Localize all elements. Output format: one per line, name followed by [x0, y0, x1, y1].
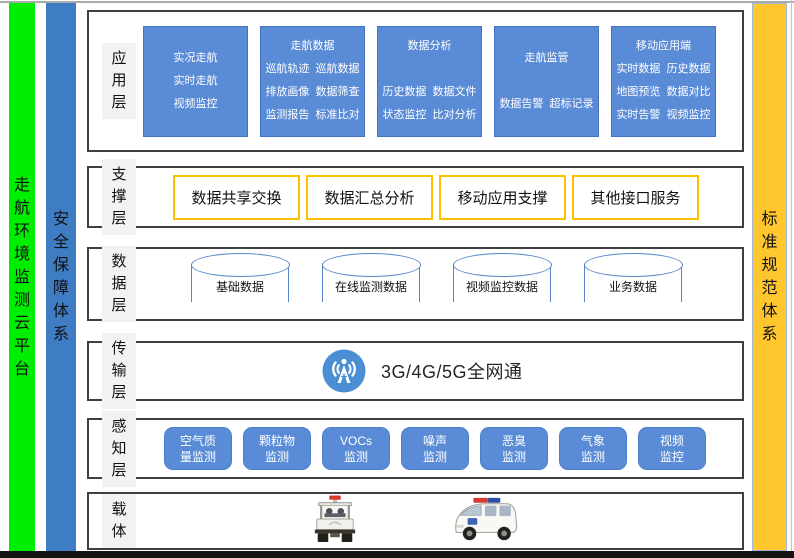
app-box-title: 走航数据: [290, 40, 335, 52]
support-box-data-summary: 数据汇总分析: [306, 174, 433, 220]
sense-layer-label: 感知层: [102, 410, 136, 487]
app-box-line: 排放画像 数据筛查: [265, 86, 360, 98]
sense-box-line: 恶臭: [501, 433, 526, 448]
sense-box-noise: 噪声 监测: [401, 427, 469, 470]
app-box-line: 数据告警 超标记录: [499, 97, 594, 110]
cylinder-label: 业务数据: [608, 279, 657, 294]
sense-box-odor: 恶臭 监测: [480, 427, 548, 470]
app-box-data-analysis: 数据分析 历史数据 数据文件 状态监控 比对分析: [377, 25, 482, 137]
sense-box-line: 颗粒物: [258, 433, 295, 448]
transport-layer-label: 传输层: [102, 333, 136, 409]
sense-box-line: VOCs: [339, 433, 372, 448]
standards-system-label: 标准规范体系: [761, 211, 778, 343]
network-coverage-text: 3G/4G/5G全网通: [381, 362, 523, 382]
carrier-layer-content: [311, 494, 742, 549]
database-cylinder-business-data: 业务数据: [583, 253, 683, 315]
cylinder-label: 基础数据: [215, 279, 264, 294]
carrier-layer-label: 载体: [102, 494, 136, 548]
sense-layer-section: 感知层 空气质 量监测 颗粒物 监测 VOCs 监测 噪声 监测 恶臭 监测: [87, 410, 744, 487]
sense-box-line: 监测: [501, 449, 526, 464]
sense-box-line: 空气质: [179, 433, 216, 448]
app-box-cruise-supervision: 走航监管 数据告警 超标记录: [494, 25, 599, 137]
app-box-line: 地图预览 数据对比: [616, 86, 711, 98]
sense-box-line: 监控: [659, 449, 684, 464]
transport-layer-section: 传输层 3G/4G/5G全网通: [87, 333, 744, 409]
database-cylinder-online-monitoring: 在线监测数据: [321, 253, 421, 315]
app-box-title: 走航监管: [524, 51, 569, 64]
app-box-line: 状态监控 比对分析: [382, 109, 477, 121]
carrier-layer-section: 载体: [87, 492, 744, 550]
app-box-line: 实时数据 历史数据: [616, 63, 711, 75]
data-layer-section: 数据层 基础数据 在线监测数据 视频监控数据 业务数据: [87, 246, 744, 322]
app-box-line: 历史数据 数据文件: [382, 86, 477, 98]
app-box-title: 移动应用端: [636, 40, 691, 52]
data-layer-label: 数据层: [102, 246, 136, 322]
sense-box-weather: 气象 监测: [559, 427, 627, 470]
support-layer-section: 支撑层 数据共享交换 数据汇总分析 移动应用支撑 其他接口服务: [87, 159, 744, 235]
sense-box-video: 视频 监控: [638, 427, 706, 470]
sense-layer-content: 空气质 量监测 颗粒物 监测 VOCs 监测 噪声 监测 恶臭 监测 气象 监测: [164, 427, 742, 470]
sense-box-line: 监测: [343, 449, 368, 464]
data-layer-label-text: 数据层: [111, 253, 127, 314]
sense-box-particulate: 颗粒物 监测: [243, 427, 311, 470]
transport-layer-content: 3G/4G/5G全网通: [321, 348, 742, 394]
data-layer-content: 基础数据 在线监测数据 视频监控数据 业务数据: [190, 252, 742, 316]
sense-box-line: 监测: [422, 449, 447, 464]
app-box-line: 实时走航: [173, 74, 218, 87]
sense-box-line: 监测: [580, 449, 605, 464]
app-box-line: 视频监控: [173, 97, 218, 110]
application-layer-section: 应用层 实况走航 实时走航 视频监控 走航数据 巡航轨迹 巡航数据 排放画像 数…: [87, 10, 744, 152]
platform-title: 走航环境监测云平台: [13, 176, 30, 378]
bottom-border-bar: [0, 551, 794, 558]
app-box-cruise-data: 走航数据 巡航轨迹 巡航数据 排放画像 数据筛查 监测报告 标准比对: [260, 25, 365, 137]
support-layer-label-text: 支撑层: [111, 166, 127, 227]
sense-box-vocs: VOCs 监测: [322, 427, 390, 470]
support-box-mobile-support: 移动应用支撑: [439, 174, 566, 220]
transport-layer-label-text: 传输层: [111, 340, 127, 401]
app-box-live-cruise: 实况走航 实时走航 视频监控: [143, 25, 248, 137]
database-cylinder-video-surveillance: 视频监控数据: [452, 253, 552, 315]
application-layer-content: 实况走航 实时走航 视频监控 走航数据 巡航轨迹 巡航数据 排放画像 数据筛查 …: [143, 25, 742, 137]
sense-box-line: 监测: [264, 449, 289, 464]
top-border-line: [0, 1, 794, 3]
sense-box-line: 气象: [580, 433, 605, 448]
sense-box-line: 噪声: [422, 433, 447, 448]
support-layer-label: 支撑层: [102, 159, 136, 235]
antenna-signal-icon: [321, 348, 367, 394]
sense-box-line: 量监测: [179, 449, 216, 464]
sense-box-air-quality: 空气质 量监测: [164, 427, 232, 470]
app-box-line: 巡航轨迹 巡航数据: [265, 63, 360, 75]
security-system-label: 安全保障体系: [52, 211, 69, 343]
app-box-line: 监测报告 标准比对: [265, 109, 360, 121]
application-layer-label: 应用层: [102, 43, 136, 119]
support-layer-content: 数据共享交换 数据汇总分析 移动应用支撑 其他接口服务: [173, 174, 742, 220]
standards-system-bar: 标准规范体系: [752, 3, 787, 551]
database-cylinder-basic-data: 基础数据: [190, 253, 290, 315]
cylinder-label: 视频监控数据: [465, 279, 538, 294]
sense-box-line: 视频: [659, 433, 684, 448]
app-box-title: 数据分析: [407, 40, 452, 52]
patrol-van-image: [444, 496, 522, 549]
monitoring-truck-image: [311, 494, 359, 549]
support-box-other-api: 其他接口服务: [572, 174, 699, 220]
carrier-layer-label-text: 载体: [111, 501, 127, 540]
right-border-line: [791, 0, 792, 552]
app-box-line: 实况走航: [173, 51, 218, 64]
application-layer-label-text: 应用层: [111, 50, 127, 111]
platform-title-bar: 走航环境监测云平台: [9, 3, 35, 551]
security-system-bar: 安全保障体系: [46, 3, 76, 551]
sense-layer-label-text: 感知层: [111, 417, 127, 479]
app-box-mobile-client: 移动应用端 实时数据 历史数据 地图预览 数据对比 实时告警 视频监控: [611, 25, 716, 137]
cylinder-label: 在线监测数据: [334, 279, 407, 294]
support-box-data-sharing: 数据共享交换: [173, 174, 300, 220]
app-box-line: 实时告警 视频监控: [616, 109, 711, 121]
